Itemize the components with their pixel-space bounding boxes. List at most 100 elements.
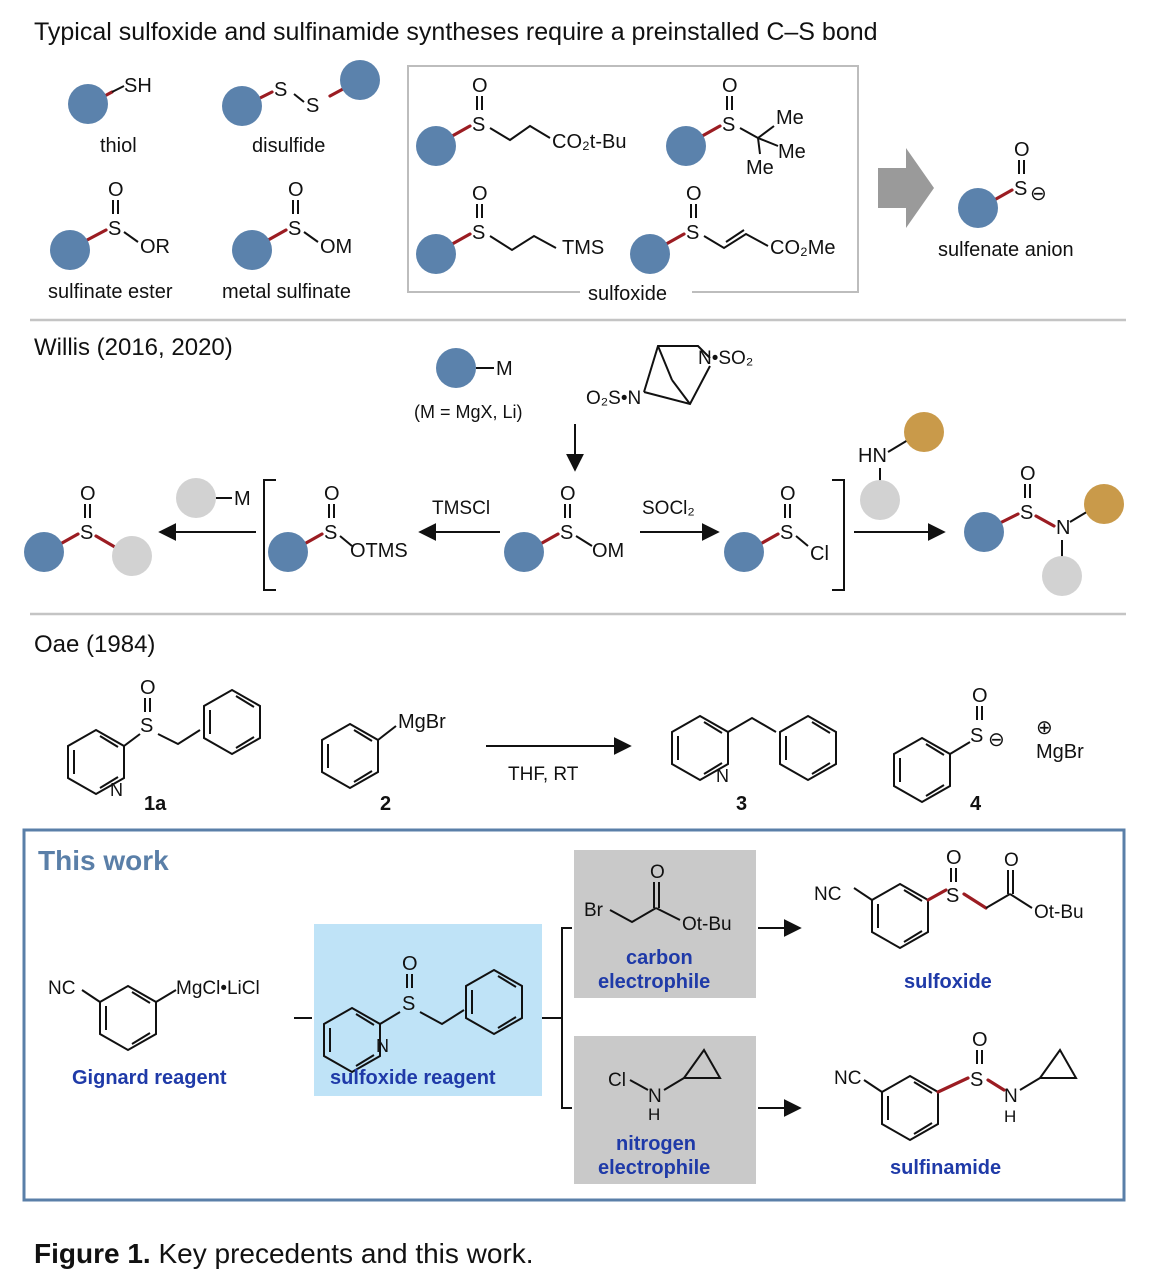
sulfinate-ester-label: sulfinate ester	[48, 281, 173, 303]
svg-text:Me: Me	[776, 107, 804, 129]
svg-text:O: O	[472, 75, 488, 97]
svg-text:S: S	[472, 114, 485, 136]
svg-text:O: O	[972, 1029, 988, 1051]
svg-text:O: O	[1004, 850, 1019, 871]
svg-text:MgCl•LiCl: MgCl•LiCl	[176, 978, 260, 999]
this-work-title: This work	[38, 845, 169, 876]
svg-text:O: O	[1020, 463, 1036, 485]
sulfoxide-box: sulfoxide O S CO₂t-Bu O S Me Me Me O S T…	[407, 65, 859, 305]
svg-text:O: O	[402, 953, 418, 975]
svg-text:O: O	[472, 183, 488, 205]
svg-text:O: O	[972, 685, 988, 707]
svg-text:NC: NC	[814, 884, 841, 905]
sulfinyl-chloride: O S Cl	[724, 483, 829, 572]
svg-text:O: O	[946, 847, 962, 869]
svg-text:S: S	[80, 522, 93, 544]
compound-4: S O ⊖ ⊕ MgBr 4	[893, 685, 1084, 815]
svg-text:Me: Me	[778, 141, 806, 163]
svg-text:NC: NC	[48, 978, 75, 999]
grignard-label: Gignard reagent	[72, 1067, 227, 1089]
svg-text:electrophile: electrophile	[598, 971, 710, 993]
svg-text:S: S	[288, 218, 301, 240]
willis-sulfinamide-product: O S N	[964, 463, 1124, 596]
svg-text:O: O	[722, 75, 738, 97]
svg-text:1a: 1a	[144, 793, 167, 815]
svg-text:S: S	[970, 1069, 983, 1091]
svg-text:Ot-Bu: Ot-Bu	[1034, 902, 1084, 923]
svg-text:S: S	[306, 95, 319, 117]
svg-text:S: S	[472, 222, 485, 244]
svg-text:N: N	[110, 780, 123, 800]
svg-text:N: N	[716, 766, 729, 786]
svg-text:O: O	[650, 862, 665, 883]
nitrogen-electrophile-box	[574, 1036, 756, 1184]
svg-text:Cl: Cl	[810, 543, 829, 565]
socl2-reagent: SOCl₂	[642, 498, 695, 519]
amine-reagent: HN	[858, 412, 944, 520]
svg-text:S: S	[274, 79, 287, 101]
metal-sulfinate-structure: O S OM metal sulfinate	[222, 179, 352, 303]
sulfoxide-reagent: N S O sulfoxide reagent	[323, 953, 523, 1089]
svg-text:N: N	[1004, 1086, 1018, 1107]
silyl-sulfinate: O S OTMS	[268, 483, 408, 572]
sulfoxide-reagent-highlight	[314, 924, 542, 1096]
willis-title: Willis (2016, 2020)	[34, 334, 233, 361]
svg-text:SH: SH	[124, 75, 152, 97]
svg-text:N: N	[1056, 517, 1070, 539]
product-sulfoxide: NC S O O Ot-Bu sulfoxide	[814, 847, 1084, 993]
compound-1a: N S O 1a	[67, 677, 261, 815]
svg-text:S: S	[722, 114, 735, 136]
svg-text:O: O	[780, 483, 796, 505]
svg-text:3: 3	[736, 793, 747, 815]
svg-text:O: O	[288, 179, 304, 201]
svg-text:nitrogen: nitrogen	[616, 1133, 696, 1155]
caption-text: Key precedents and this work.	[150, 1238, 534, 1269]
svg-text:CO₂t-Bu: CO₂t-Bu	[552, 131, 626, 153]
tmscl-reagent: TMSCl	[432, 498, 490, 519]
product-sulfinamide: NC S O N H sulfinamide	[834, 1029, 1078, 1179]
branch-bracket	[561, 927, 572, 1109]
svg-text:S: S	[402, 993, 415, 1015]
svg-text:S: S	[686, 222, 699, 244]
product-sulfinamide-label: sulfinamide	[890, 1157, 1001, 1179]
svg-text:S: S	[140, 715, 153, 737]
svg-text:Me: Me	[746, 157, 774, 179]
svg-text:S: S	[780, 522, 793, 544]
header-title: Typical sulfoxide and sulfinamide synthe…	[34, 18, 878, 46]
svg-text:MgBr: MgBr	[398, 711, 446, 733]
svg-text:N•SO₂: N•SO₂	[698, 348, 753, 369]
right-bracket	[832, 479, 845, 591]
svg-text:Cl: Cl	[608, 1070, 626, 1091]
svg-text:NC: NC	[834, 1068, 861, 1089]
svg-text:S: S	[946, 885, 959, 907]
disulfide-label: disulfide	[252, 135, 325, 157]
m-definition: (M = MgX, Li)	[414, 402, 523, 422]
svg-text:H: H	[1004, 1107, 1016, 1126]
metal-sulfinate-label: metal sulfinate	[222, 281, 351, 303]
svg-text:O: O	[324, 483, 340, 505]
sulfoxide-box-label: sulfoxide	[588, 283, 667, 305]
svg-text:S: S	[108, 218, 121, 240]
sulfenate-anion-structure: O S ⊖ sulfenate anion	[938, 139, 1074, 261]
svg-text:N: N	[376, 1036, 389, 1056]
svg-text:⊖: ⊖	[1030, 183, 1047, 205]
svg-text:HN: HN	[858, 445, 887, 467]
svg-text:S: S	[560, 522, 573, 544]
svg-text:2: 2	[380, 793, 391, 815]
svg-text:electrophile: electrophile	[598, 1157, 710, 1179]
oae-title: Oae (1984)	[34, 631, 155, 658]
svg-text:S: S	[970, 725, 983, 747]
willis-sulfoxide-product: M O S	[24, 478, 256, 576]
compound-3: N 3	[671, 714, 837, 815]
compound-2: MgBr 2	[321, 711, 446, 815]
sulfinate-ester-structure: O S OR sulfinate ester	[48, 179, 173, 303]
svg-text:N: N	[648, 1086, 662, 1107]
svg-text:S: S	[324, 522, 337, 544]
substituent-ball	[68, 84, 108, 124]
svg-text:MgBr: MgBr	[1036, 741, 1084, 763]
disulfide-structure: S S disulfide	[222, 60, 380, 157]
sulfoxide-reagent-label: sulfoxide reagent	[330, 1067, 496, 1089]
svg-text:O: O	[1014, 139, 1030, 161]
svg-text:S: S	[1014, 178, 1027, 200]
